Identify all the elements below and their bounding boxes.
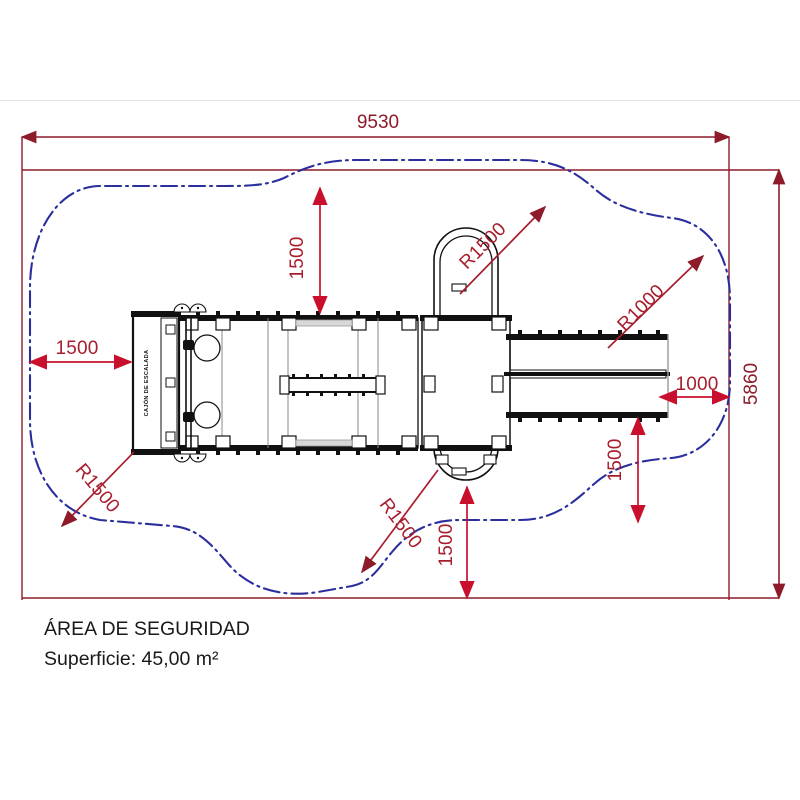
radius-leader-bottom-center: R1500: [360, 469, 439, 574]
right-clearance-label: 1500: [605, 438, 626, 481]
deck-rail-studs-bottom: [196, 451, 400, 455]
caption-title: ÁREA DE SEGURIDAD: [44, 617, 250, 640]
deck-corner-blocks: [185, 317, 417, 449]
dimension-right-clearance: 1500: [605, 416, 646, 524]
slide-center-line: [504, 372, 670, 376]
bottom-clearance-label: 1500: [436, 523, 457, 566]
climb-panel-bottom-rail: [131, 449, 181, 455]
dimension-top-clearance: 1500: [287, 186, 328, 315]
main-deck-bottom-rail: [178, 445, 418, 451]
climb-panel-label: CAJÓN DE ESCALADA: [142, 350, 150, 417]
tower-deck-bottom-rail: [420, 445, 512, 451]
dimension-right-offset: 1000: [658, 374, 731, 405]
right-offset-label: 1000: [675, 374, 718, 395]
climb-panel-top-rail: [131, 311, 181, 317]
caption-surface: Superficie: 45,00 m²: [44, 648, 219, 670]
outer-dimension-frame: [20, 130, 786, 600]
deck-slat-bottom: [295, 439, 353, 447]
dimension-left-clearance: 1500: [28, 338, 133, 370]
opening-circle-lower: [193, 401, 221, 429]
hatch-symbol-dots: [180, 306, 200, 460]
main-deck-top-rail: [178, 315, 418, 321]
overall-height-label: 5860: [741, 363, 762, 405]
tower-corner-blocks: [423, 316, 507, 450]
slide-bottom-rail: [506, 412, 668, 418]
slide-top-rail: [506, 334, 668, 340]
radius-bottom-center-line: [360, 469, 439, 574]
tower-deck-top-rail: [420, 315, 512, 321]
boundary-path: [28, 158, 732, 595]
opening-circle-upper: [193, 334, 221, 362]
radius-top-center-line: [459, 205, 547, 295]
safety-area-boundary: [28, 158, 732, 595]
top-divider-rule: [0, 100, 800, 101]
radius-leader-bottom-left: R1500: [60, 451, 135, 528]
arch-anchor-plates: [435, 283, 497, 476]
radius-top-right-line: [607, 254, 705, 349]
center-climb-bar: [279, 374, 386, 396]
play-structure: CAJÓN DE ESCALADA: [131, 227, 670, 481]
overall-width-label: 9530: [357, 112, 399, 133]
deck-rail-studs-top: [196, 311, 400, 315]
left-clearance-label: 1500: [55, 338, 98, 359]
climb-panel-rungs: [165, 324, 176, 442]
left-connector-bars: [185, 318, 192, 448]
dimension-bottom-clearance: 1500: [436, 485, 475, 600]
radius-bottom-left-line: [60, 451, 135, 528]
slide-rail-studs-top: [518, 330, 660, 334]
deck-slat-top: [295, 319, 353, 327]
top-clearance-label: 1500: [287, 236, 308, 279]
radius-top-right-label: R1000: [614, 281, 669, 336]
left-connector-nodes: [183, 340, 194, 422]
